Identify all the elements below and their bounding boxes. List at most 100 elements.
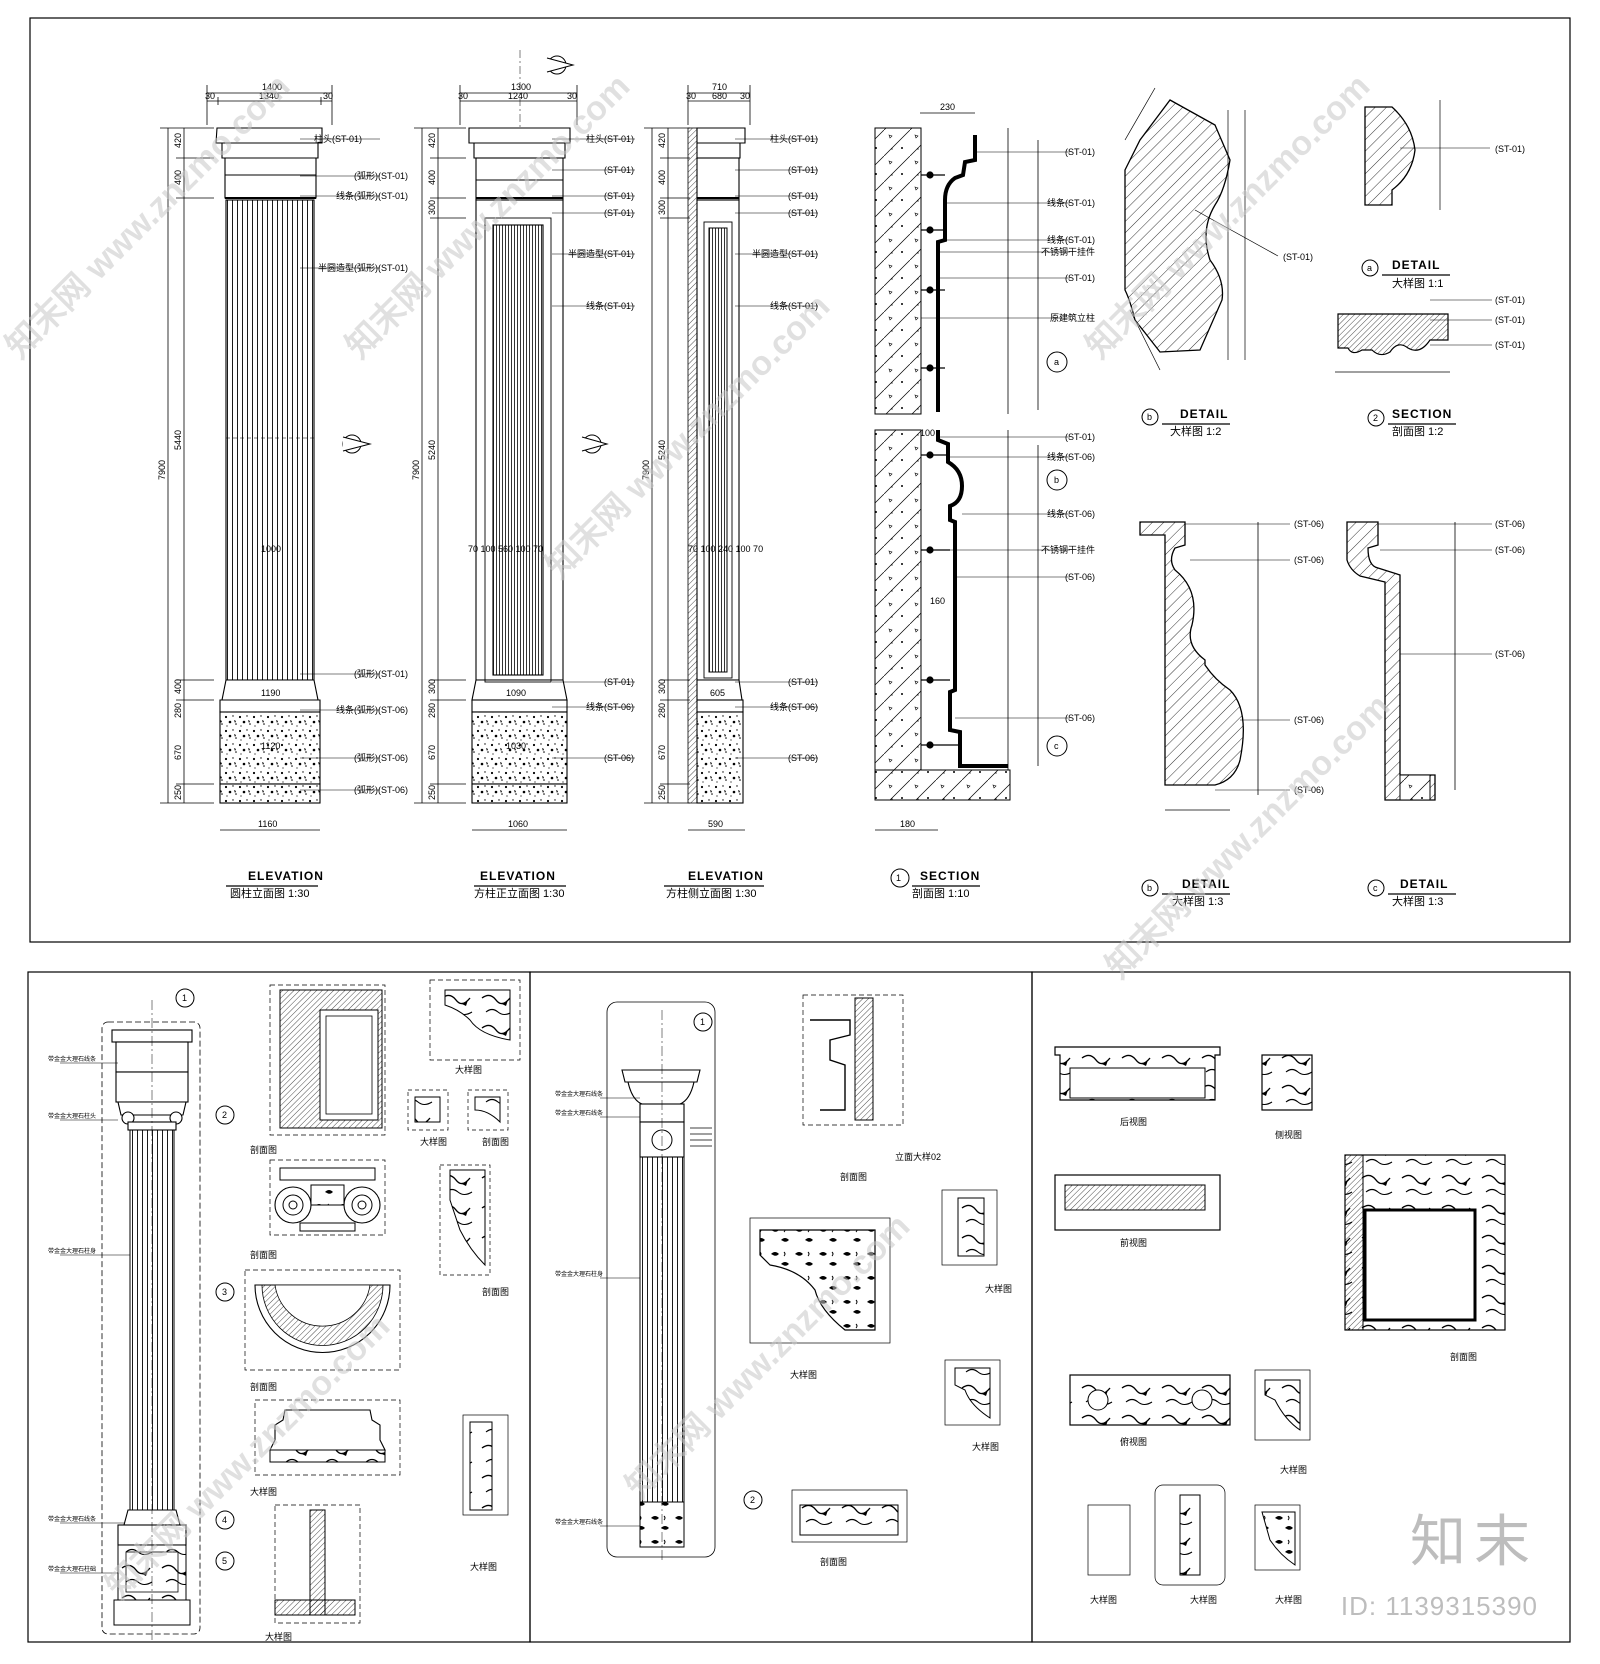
title-cn: 剖面图 1:10 — [912, 886, 969, 900]
side-tag-1: 带金金大理石线条 — [555, 1109, 603, 1117]
dim-right-margin: 30 — [567, 91, 577, 101]
title-cn: 大样图 1:2 — [1170, 424, 1221, 438]
dim-total-height: 7900 — [157, 460, 167, 480]
building-column-lower — [874, 429, 922, 771]
label-8: 剖面图 — [482, 1286, 509, 1297]
tag-0: 柱头(ST-01) — [314, 133, 362, 144]
title-cn: 方柱正立面图 1:30 — [474, 886, 564, 900]
tag-9: 不锈钢干挂件 — [1041, 544, 1095, 555]
tag-2: 线条(ST-01) — [1047, 234, 1095, 245]
square-column-side-elevation: 710 30 680 30 605 70 100 240 100 70 590 … — [641, 82, 818, 900]
label-1: 侧视图 — [1275, 1129, 1302, 1140]
label-4: 剖面图 — [250, 1249, 277, 1260]
title-cn: 大样图 1:3 — [1392, 894, 1443, 908]
tag-8: (ST-06) — [788, 753, 818, 763]
tag-3: (ST-01) — [1495, 340, 1525, 350]
label-0: 剖面图 — [250, 1144, 277, 1155]
fireplace-sheet: 后视图 侧视图 前视图 俯视图 剖面图 大样图 大样图 大样图 大样图 — [1054, 1046, 1506, 1605]
tag-8: (ST-06) — [604, 753, 634, 763]
dim-h-0: 420 — [427, 133, 437, 148]
title-en: DETAIL — [1400, 877, 1448, 891]
leader-lines — [300, 138, 380, 791]
tag-4: (弧形)(ST-01) — [354, 668, 408, 679]
dim-h-1: 400 — [657, 170, 667, 185]
dim-h-1: 400 — [173, 170, 183, 185]
tag-3: (ST-06) — [1495, 649, 1525, 659]
tag-4: 半圆造型(ST-01) — [752, 248, 818, 259]
building-column-upper — [874, 127, 922, 415]
column-capital — [215, 127, 323, 199]
label-7: 大样图 — [1190, 1594, 1217, 1605]
dim-h-1: 400 — [427, 170, 437, 185]
mark-5: 5 — [222, 1556, 227, 1566]
section-2-1-2: (ST-01) (ST-01) (ST-01) 2 SECTION 剖面图 1:… — [1335, 295, 1525, 438]
dim-h-5: 280 — [657, 703, 667, 718]
column-plinth-foot — [219, 783, 321, 804]
tag-6: (弧形)(ST-06) — [354, 752, 408, 763]
dim-shaft-width: 1000 — [261, 544, 281, 554]
dim-top: 100 — [920, 428, 935, 438]
detail-num: b — [1147, 883, 1152, 893]
title-en: ELEVATION — [248, 869, 324, 883]
moulding-profile — [1124, 99, 1231, 353]
square-column-front-elevation: 1300 30 1240 30 1090 1030 70 100 560 100… — [411, 50, 635, 900]
title-en: ELEVATION — [480, 869, 556, 883]
dim-h-6: 670 — [657, 745, 667, 760]
dim-h-5: 670 — [173, 745, 183, 760]
dim-total-height: 7900 — [411, 460, 421, 480]
dim-overall-width: 710 — [712, 82, 727, 92]
section-num: 1 — [896, 873, 901, 883]
dim-h-7: 250 — [427, 785, 437, 800]
dim-h-2: 5440 — [173, 430, 183, 450]
title-cn: 大样图 1:1 — [1392, 276, 1443, 290]
tag-3: (ST-01) — [788, 208, 818, 218]
tag-7: 线条(ST-06) — [770, 701, 818, 712]
dim-left-margin: 30 — [686, 91, 696, 101]
dim-inner-width: 1240 — [508, 91, 528, 101]
mark-1: 1 — [182, 993, 187, 1003]
tag-2: 线条(弧形)(ST-01) — [336, 190, 408, 201]
bottom-sheet-right-frame — [1031, 971, 1571, 1643]
tag-7: (弧形)(ST-06) — [354, 784, 408, 795]
mark-3: 3 — [222, 1287, 227, 1297]
tag-3: (ST-06) — [1294, 715, 1324, 725]
side-tag-2: 带金金大理石柱身 — [48, 1247, 96, 1255]
dim-inner-width: 1340 — [259, 91, 279, 101]
tag-2: (ST-01) — [788, 191, 818, 201]
tag-1: (ST-01) — [604, 165, 634, 175]
detail-num: a — [1367, 263, 1372, 273]
tag-7: 线条(ST-06) — [586, 701, 634, 712]
label-5: 立面大样02 — [895, 1151, 941, 1162]
watermark-4: 知末网 www.znzmo.com — [1099, 687, 1397, 985]
dim-plinth-width: 1030 — [506, 741, 526, 751]
dim-plinth-width: 1120 — [261, 741, 280, 751]
dim-panel-widths: 70 100 560 100 70 — [468, 544, 543, 554]
title-en: DETAIL — [1182, 877, 1230, 891]
title-cn: 方柱侧立面图 1:30 — [666, 886, 756, 900]
tag-0: (ST-01) — [1065, 147, 1095, 157]
tag-5: 原建筑立柱 — [1050, 312, 1095, 323]
tag-1: (ST-01) — [788, 165, 818, 175]
ionic-column-sheet: 带金金大理石线条 带金金大理石柱头 带金金大理石柱身 带金金大理石线条 带金金大… — [48, 979, 521, 1642]
tag-5: 线条(ST-01) — [586, 300, 634, 311]
tag-10: (ST-06) — [1065, 572, 1095, 582]
dim-base-width: 605 — [710, 688, 725, 698]
dim-h-3: 400 — [173, 679, 183, 694]
tag-6: (ST-01) — [788, 677, 818, 687]
mark-1: 1 — [700, 1017, 705, 1027]
tag-11: (ST-06) — [1065, 713, 1095, 723]
cladding-profile-lower — [936, 430, 1008, 768]
callout-c: c — [1054, 741, 1059, 751]
section-marker-5 — [342, 434, 372, 454]
side-tag-0: 带金金大理石线条 — [48, 1055, 96, 1063]
dim-h-2: 300 — [657, 200, 667, 215]
tag-5: 线条(ST-01) — [770, 300, 818, 311]
tag-3: 不锈钢干挂件 — [1041, 246, 1095, 257]
dim-total-height: 7900 — [641, 460, 651, 480]
tag: (ST-01) — [1495, 295, 1525, 305]
moulding-profile — [1139, 521, 1244, 786]
label-7: 大样图 — [265, 1631, 292, 1642]
side-tag-1: 带金金大理石柱头 — [48, 1112, 96, 1120]
label-3: 大样图 — [985, 1283, 1012, 1294]
tag: (ST-01) — [1495, 144, 1525, 154]
